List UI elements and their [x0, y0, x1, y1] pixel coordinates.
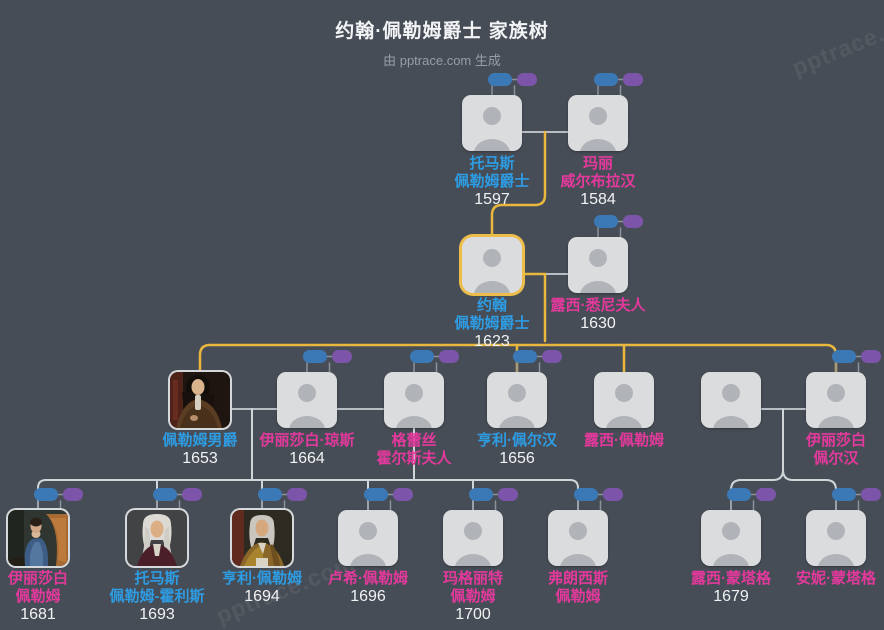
parents-indicator-blue-pill[interactable] [469, 488, 493, 501]
parents-indicator-purple-pill[interactable] [542, 350, 562, 363]
parents-indicator-purple-pill[interactable] [393, 488, 413, 501]
page-subtitle: 由 pptrace.com 生成 [383, 53, 501, 68]
person-avatar-icon [580, 249, 616, 293]
parents-indicator-blue-pill[interactable] [258, 488, 282, 501]
parents-indicator-blue-pill[interactable] [574, 488, 598, 501]
parents-indicator-purple-pill[interactable] [861, 350, 881, 363]
person-node-henry-pelham-gen3[interactable] [487, 372, 547, 428]
person-node-unknown-spouse[interactable] [701, 372, 761, 428]
parents-indicator-blue-pill[interactable] [513, 350, 537, 363]
person-avatar-icon [289, 384, 325, 428]
connector-line [520, 272, 547, 343]
parents-indicator-blue-pill[interactable] [488, 73, 512, 86]
person-node-mary-wilbraham[interactable] [568, 95, 628, 151]
person-avatar-icon [606, 384, 642, 428]
person-avatar-icon [350, 522, 386, 566]
person-avatar-icon [713, 522, 749, 566]
person-avatar-icon [818, 522, 854, 566]
person-node-grace-holles[interactable] [384, 372, 444, 428]
parents-indicator-blue-pill[interactable] [303, 350, 327, 363]
person-node-thomas-pelham-holles[interactable] [127, 510, 187, 566]
person-node-lucy-pelham-gen3[interactable] [594, 372, 654, 428]
person-avatar-icon [560, 522, 596, 566]
parents-indicator-blue-pill[interactable] [364, 488, 388, 501]
parents-indicator-purple-pill[interactable] [498, 488, 518, 501]
person-portrait-henry-pelham-gen4 [232, 510, 292, 566]
parents-indicator-purple-pill[interactable] [439, 350, 459, 363]
person-node-elizabeth-pelham-gen4[interactable] [8, 510, 68, 566]
parents-indicator-purple-pill[interactable] [517, 73, 537, 86]
parents-indicator-purple-pill[interactable] [756, 488, 776, 501]
person-node-henry-pelham-gen4[interactable] [232, 510, 292, 566]
person-avatar-icon [713, 384, 749, 428]
person-avatar-icon [499, 384, 535, 428]
person-node-thomas-senior[interactable] [462, 95, 522, 151]
person-node-anne-montagu[interactable] [806, 510, 866, 566]
parents-indicator-purple-pill[interactable] [287, 488, 307, 501]
person-portrait-thomas-pelham-holles [127, 510, 187, 566]
person-node-elizabeth-jones[interactable] [277, 372, 337, 428]
person-node-frances-pelham[interactable] [548, 510, 608, 566]
person-avatar-icon [474, 249, 510, 293]
parents-indicator-purple-pill[interactable] [332, 350, 352, 363]
connector-line [490, 130, 547, 239]
person-node-lucy-montagu[interactable] [701, 510, 761, 566]
person-node-margaret-pelham[interactable] [443, 510, 503, 566]
person-portrait-elizabeth-pelham-gen4 [8, 510, 68, 566]
parents-indicator-blue-pill[interactable] [153, 488, 177, 501]
person-portrait-baron-pelham [170, 372, 230, 428]
parents-indicator-blue-pill[interactable] [832, 488, 856, 501]
header: 约翰·佩勒姆爵士 家族树 由 pptrace.com 生成 [0, 16, 884, 69]
person-node-john-pelham[interactable] [462, 237, 522, 293]
person-avatar-icon [396, 384, 432, 428]
parents-indicator-purple-pill[interactable] [623, 215, 643, 228]
parents-indicator-purple-pill[interactable] [63, 488, 83, 501]
parents-indicator-purple-pill[interactable] [603, 488, 623, 501]
parents-indicator-blue-pill[interactable] [727, 488, 751, 501]
connector-line [37, 479, 579, 511]
parents-indicator-purple-pill[interactable] [623, 73, 643, 86]
parents-indicator-blue-pill[interactable] [594, 215, 618, 228]
page-title: 约翰·佩勒姆爵士 家族树 [335, 21, 549, 42]
parents-indicator-blue-pill[interactable] [594, 73, 618, 86]
person-node-baron-pelham[interactable] [170, 372, 230, 428]
person-node-lucy-pelham-gen4[interactable] [338, 510, 398, 566]
parents-indicator-blue-pill[interactable] [832, 350, 856, 363]
parents-indicator-blue-pill[interactable] [34, 488, 58, 501]
connector-line [730, 408, 784, 511]
parents-indicator-purple-pill[interactable] [182, 488, 202, 501]
person-node-lucy-sidney[interactable] [568, 237, 628, 293]
person-avatar-icon [818, 384, 854, 428]
person-avatar-icon [474, 107, 510, 151]
connector-line [782, 469, 837, 511]
person-node-elizabeth-pelham-gen3[interactable] [806, 372, 866, 428]
parents-indicator-purple-pill[interactable] [861, 488, 881, 501]
person-avatar-icon [580, 107, 616, 151]
person-avatar-icon [455, 522, 491, 566]
parents-indicator-blue-pill[interactable] [410, 350, 434, 363]
